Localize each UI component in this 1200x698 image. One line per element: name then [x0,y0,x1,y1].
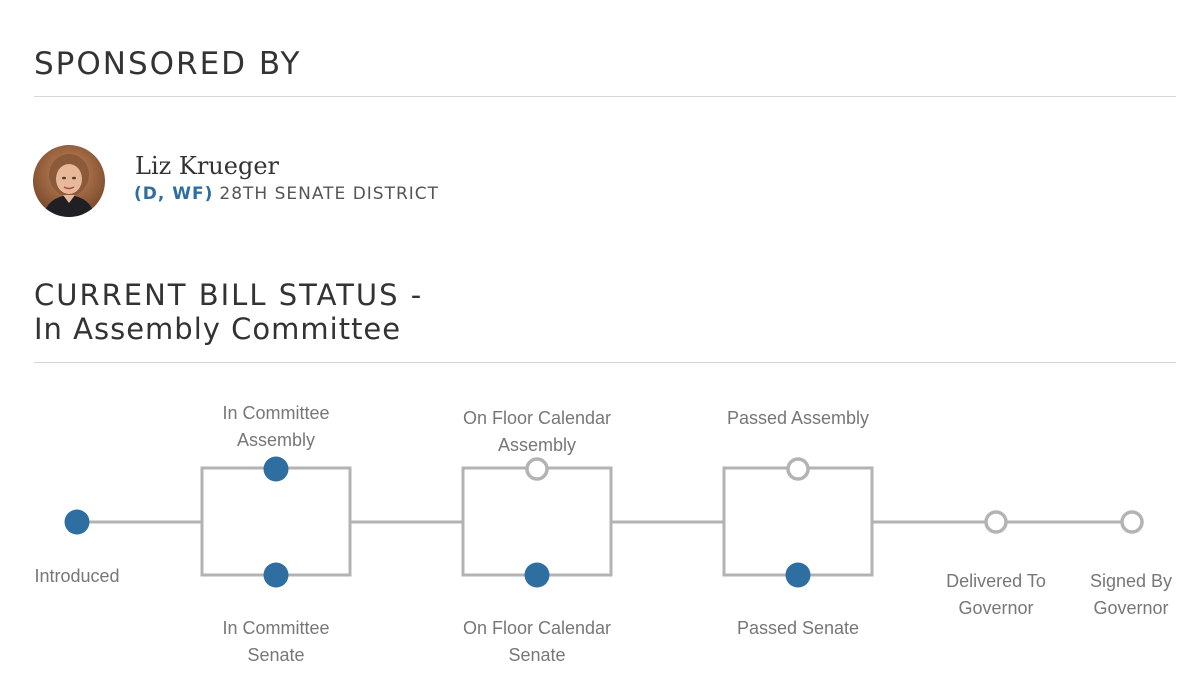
step-dot-delivered-governor [984,510,1008,534]
step-label-signed-governor: Signed By Governor [1089,571,1173,618]
sponsor-district: 28TH SENATE DISTRICT [219,184,440,204]
sponsor-meta: (D, WF)28TH SENATE DISTRICT [134,184,439,204]
step-dot-committee-assembly [263,456,289,482]
step-dot-floor-assembly [525,457,549,481]
sponsor-avatar[interactable] [33,145,105,217]
step-label-passed-senate: Passed Senate [736,618,860,638]
step-dot-passed-senate [785,562,811,588]
step-label-introduced: Introduced [34,566,120,586]
step-label-floor-senate: On Floor Calendar Senate [462,618,612,665]
step-dot-committee-senate [263,562,289,588]
step-label-committee-assembly: In Committee Assembly [222,403,330,450]
avatar-portrait [33,145,105,217]
bill-status-title: CURRENT BILL STATUS - [34,278,424,312]
sponsored-by-heading: SPONSORED BY [34,46,302,82]
step-dot-passed-assembly [786,457,810,481]
sponsor-party: (D, WF) [134,184,214,204]
step-dot-signed-governor [1120,510,1144,534]
step-label-delivered-governor: Delivered To Governor [946,571,1046,618]
passed-stage-box [722,466,874,577]
sponsor-name[interactable]: Liz Krueger [135,152,279,180]
floor-stage-box [461,466,613,577]
step-label-committee-senate: In Committee Senate [222,618,330,665]
committee-stage-box [200,466,352,577]
step-label-passed-assembly: Passed Assembly [726,408,870,428]
divider [34,362,1176,363]
step-dot-introduced [64,509,90,535]
bill-status-current: In Assembly Committee [34,312,402,346]
step-dot-floor-senate [524,562,550,588]
step-label-floor-assembly: On Floor Calendar Assembly [462,408,612,455]
divider [34,96,1176,97]
bill-status-heading: CURRENT BILL STATUS - In Assembly Commit… [34,278,423,346]
